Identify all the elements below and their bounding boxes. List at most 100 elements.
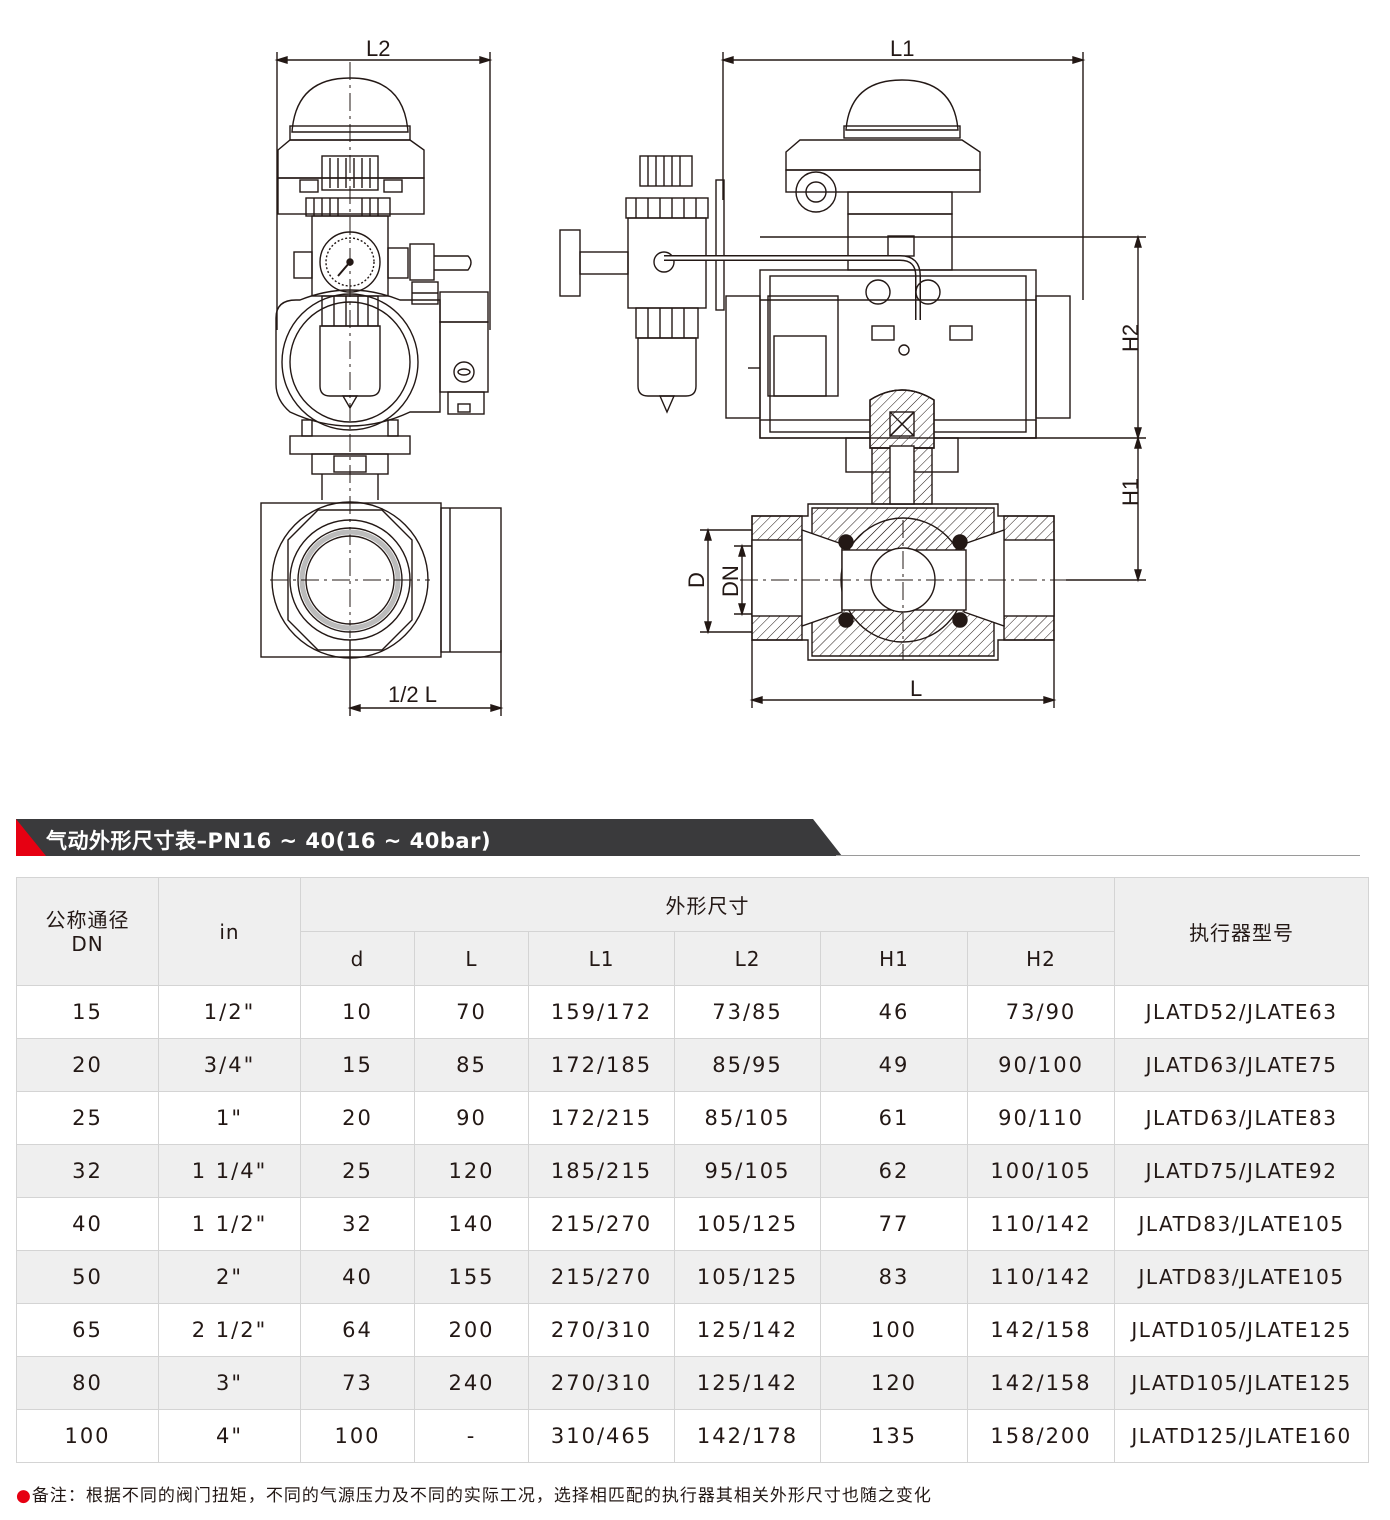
cell-l1: 215/270 (528, 1250, 675, 1304)
cell-l1: 172/185 (528, 1038, 675, 1092)
cell-in: 1 1/4" (158, 1144, 301, 1198)
cell-d: 25 (300, 1144, 415, 1198)
cell-l2: 125/142 (674, 1356, 821, 1410)
header-h2: H2 (966, 931, 1116, 986)
cell-l: 240 (414, 1356, 529, 1410)
cell-in: 4" (158, 1409, 301, 1463)
header-d: d (300, 931, 415, 986)
cell-l1: 172/215 (528, 1091, 675, 1145)
cell-d: 73 (300, 1356, 415, 1410)
cell-l1: 215/270 (528, 1197, 675, 1251)
cell-l2: 85/105 (674, 1091, 821, 1145)
cell-dn: 25 (16, 1091, 159, 1145)
header-h1: H1 (820, 931, 968, 986)
cell-h1: 49 (820, 1038, 968, 1092)
footnote: ●备注：根据不同的阀门扭矩，不同的气源压力及不同的实际工况，选择相匹配的执行器其… (16, 1481, 932, 1506)
header-l1: L1 (528, 931, 675, 986)
cell-h2: 90/110 (966, 1091, 1116, 1145)
cell-l2: 73/85 (674, 985, 821, 1039)
cell-in: 1 1/2" (158, 1197, 301, 1251)
cell-in: 2 1/2" (158, 1303, 301, 1357)
cell-l: - (414, 1409, 529, 1463)
cell-l: 70 (414, 985, 529, 1039)
dim-label-l: L (910, 676, 922, 701)
side-view (260, 52, 504, 716)
footnote-text: 备注：根据不同的阀门扭矩，不同的气源压力及不同的实际工况，选择相匹配的执行器其相… (31, 1486, 932, 1506)
cell-dn: 15 (16, 985, 159, 1039)
dim-label-dn: DN (718, 565, 743, 597)
cell-dn: 20 (16, 1038, 159, 1092)
cell-l1: 310/465 (528, 1409, 675, 1463)
header-l2: L2 (674, 931, 821, 986)
dim-label-half-l: 1/2 L (388, 682, 437, 707)
cell-h2: 158/200 (966, 1409, 1116, 1463)
cell-l2: 85/95 (674, 1038, 821, 1092)
cell-d: 20 (300, 1091, 415, 1145)
dim-label-h1: H1 (1118, 478, 1143, 506)
cell-l: 85 (414, 1038, 529, 1092)
cell-dn: 50 (16, 1250, 159, 1304)
cell-actuator: JLATD63/JLATE75 (1114, 1038, 1370, 1092)
cell-actuator: JLATD83/JLATE105 (1114, 1197, 1370, 1251)
cell-dn: 40 (16, 1197, 159, 1251)
cell-l2: 142/178 (674, 1409, 821, 1463)
cell-l2: 105/125 (674, 1250, 821, 1304)
cell-dn: 80 (16, 1356, 159, 1410)
cell-h1: 77 (820, 1197, 968, 1251)
dim-label-l2: L2 (366, 36, 390, 61)
cell-h2: 142/158 (966, 1356, 1116, 1410)
cell-h1: 120 (820, 1356, 968, 1410)
cell-actuator: JLATD63/JLATE83 (1114, 1091, 1370, 1145)
cell-d: 40 (300, 1250, 415, 1304)
cell-dn: 32 (16, 1144, 159, 1198)
cell-h2: 100/105 (966, 1144, 1116, 1198)
cell-d: 15 (300, 1038, 415, 1092)
cell-h2: 90/100 (966, 1038, 1116, 1092)
cell-d: 10 (300, 985, 415, 1039)
banner-bar (16, 819, 842, 856)
dim-label-h2: H2 (1118, 324, 1143, 352)
cell-d: 32 (300, 1197, 415, 1251)
cell-dn: 100 (16, 1409, 159, 1463)
cell-in: 1" (158, 1091, 301, 1145)
cell-l: 140 (414, 1197, 529, 1251)
cell-l1: 185/215 (528, 1144, 675, 1198)
banner-rule (836, 855, 1360, 856)
cell-actuator: JLATD105/JLATE125 (1114, 1303, 1370, 1357)
footnote-bullet: ● (16, 1486, 32, 1506)
banner-title: 气动外形尺寸表–PN16 ~ 40(16 ~ 40bar) (46, 829, 492, 853)
cell-h2: 73/90 (966, 985, 1116, 1039)
cell-h1: 46 (820, 985, 968, 1039)
cell-h1: 135 (820, 1409, 968, 1463)
cell-d: 64 (300, 1303, 415, 1357)
technical-drawing: L2 L1 H2 H1 D DN 1/2 L L (260, 36, 1146, 716)
cell-h2: 110/142 (966, 1250, 1116, 1304)
front-view (559, 52, 1146, 708)
cell-h1: 83 (820, 1250, 968, 1304)
cell-actuator: JLATD105/JLATE125 (1114, 1356, 1370, 1410)
header-actuator: 执行器型号 (1114, 877, 1370, 986)
cell-l: 120 (414, 1144, 529, 1198)
cell-l: 155 (414, 1250, 529, 1304)
cell-actuator: JLATD125/JLATE160 (1114, 1409, 1370, 1463)
cell-l1: 270/310 (528, 1303, 675, 1357)
cell-in: 3/4" (158, 1038, 301, 1092)
cell-dn: 65 (16, 1303, 159, 1357)
cell-in: 2" (158, 1250, 301, 1304)
cell-actuator: JLATD75/JLATE92 (1114, 1144, 1370, 1198)
section-banner: 气动外形尺寸表–PN16 ~ 40(16 ~ 40bar) (16, 819, 1360, 857)
cell-d: 100 (300, 1409, 415, 1463)
cell-l: 90 (414, 1091, 529, 1145)
cell-actuator: JLATD52/JLATE63 (1114, 985, 1370, 1039)
dim-label-l1: L1 (890, 36, 914, 61)
header-dimensions: 外形尺寸 (299, 877, 1116, 932)
